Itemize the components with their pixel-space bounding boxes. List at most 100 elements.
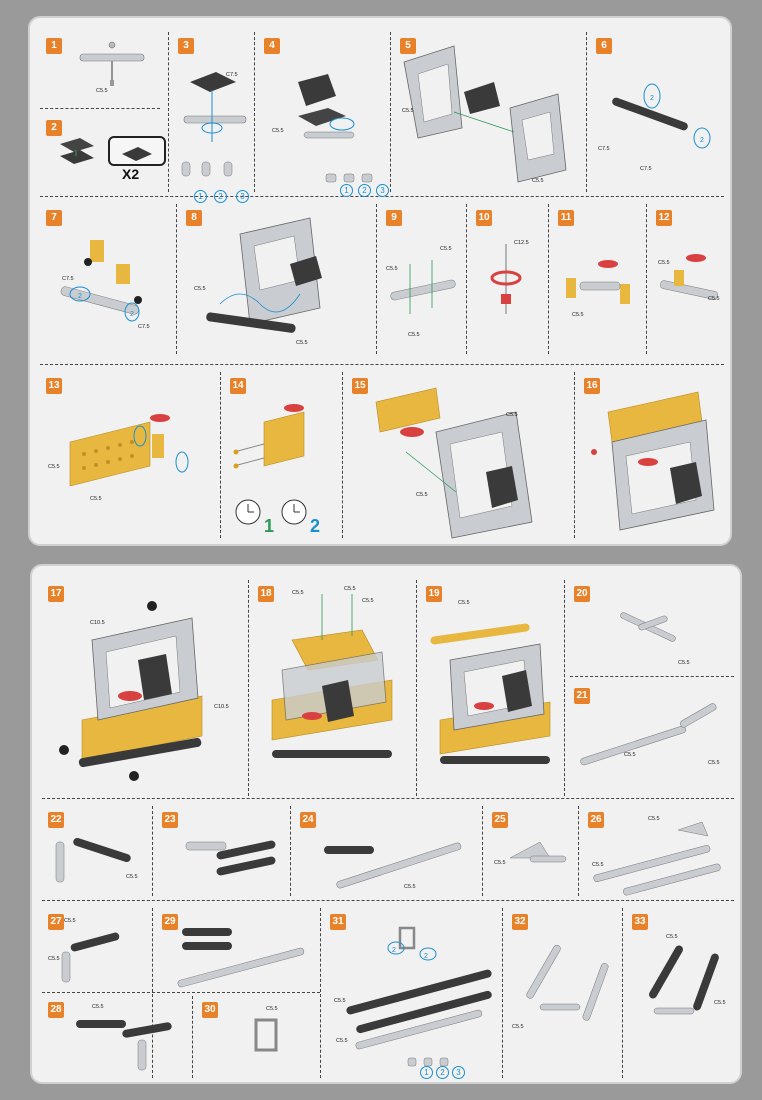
step-19: 19 C5.5 <box>420 580 564 796</box>
multiplier-box <box>108 136 166 166</box>
seat-halves-diagram <box>60 138 94 164</box>
step-32: 32 C5.5 <box>506 908 622 1078</box>
divider <box>320 908 321 1078</box>
step-7: 7 2 2 C7.5 C7.5 <box>40 204 176 354</box>
step-number: 16 <box>584 378 600 394</box>
svg-text:C5.5: C5.5 <box>512 1024 524 1030</box>
step-5: 5 C5.5 C5.5 <box>394 32 586 196</box>
svg-text:2: 2 <box>424 953 428 960</box>
step-number: 9 <box>386 210 402 226</box>
step-number: 26 <box>588 812 604 828</box>
svg-text:C5.5: C5.5 <box>708 760 720 766</box>
divider <box>40 108 160 109</box>
svg-text:C10.5: C10.5 <box>90 620 105 626</box>
svg-text:C5.5: C5.5 <box>194 286 206 292</box>
divider <box>570 676 734 677</box>
yellow-panel-diagram: C5.5 C5.5 <box>48 414 189 502</box>
upright-strips-diagram: C5.5 <box>512 944 609 1030</box>
svg-text:C5.5: C5.5 <box>532 178 544 184</box>
svg-text:2: 2 <box>700 137 704 144</box>
step-number: 24 <box>300 812 316 828</box>
steering-bracket-diagram: C5.5 C5.5 <box>658 254 720 302</box>
svg-text:C5.5: C5.5 <box>336 1038 348 1044</box>
step-3: 3 C7.5 1 2 3 <box>172 32 254 203</box>
svg-text:C5.5: C5.5 <box>458 600 470 606</box>
divider <box>502 908 503 1078</box>
svg-text:C5.5: C5.5 <box>714 1000 726 1006</box>
step-1: 1 C5.5 <box>40 32 168 108</box>
sequence-circle: 1 <box>340 184 353 197</box>
step-number: 5 <box>400 38 416 54</box>
step-number: 14 <box>230 378 246 394</box>
svg-text:C7.5: C7.5 <box>138 324 150 330</box>
step-28: 28 C5.5 <box>42 996 192 1078</box>
divider <box>548 204 549 354</box>
step-30: 30 C5.5 <box>196 996 320 1078</box>
step-8: 8 C5.5 C5.5 <box>180 204 376 354</box>
step-number: 32 <box>512 914 528 930</box>
svg-text:C5.5: C5.5 <box>666 934 678 940</box>
step-number: 25 <box>492 812 508 828</box>
divider <box>152 908 153 1078</box>
sequence-circle: 3 <box>452 1066 465 1079</box>
step-number: 7 <box>46 210 62 226</box>
step-15: 15 C5.5 C5.5 <box>346 372 574 539</box>
steering-wheel-icon: C12.5 <box>490 240 529 314</box>
svg-text:C5.5: C5.5 <box>572 312 584 318</box>
step-number: 11 <box>558 210 574 226</box>
svg-text:C5.5: C5.5 <box>408 332 420 338</box>
svg-text:C5.5: C5.5 <box>266 1006 278 1012</box>
seat-icon <box>122 147 152 161</box>
side-frame-diagram: C5.5 C5.5 <box>402 45 567 184</box>
divider <box>220 372 221 538</box>
divider <box>342 372 343 538</box>
seat-assembly-diagram: C5.5 <box>272 74 373 183</box>
step-number: 27 <box>48 914 64 930</box>
step-number: 28 <box>48 1002 64 1018</box>
strip-bracket-diagram: C5.5 <box>79 41 145 94</box>
step-number: 15 <box>352 378 368 394</box>
divider <box>290 806 291 896</box>
svg-text:C5.5: C5.5 <box>292 590 304 596</box>
long-strip-diagram: C5.5 C5.5 <box>580 703 720 766</box>
divider <box>574 372 575 538</box>
step-12: 12 C5.5 C5.5 <box>650 204 726 354</box>
step-22: 22 C5.5 <box>42 806 152 896</box>
step-number: 22 <box>48 812 64 828</box>
svg-text:C5.5: C5.5 <box>90 496 102 502</box>
svg-text:C10.5: C10.5 <box>214 704 229 710</box>
svg-text:C5.5: C5.5 <box>648 816 660 822</box>
step-number: 19 <box>426 586 442 602</box>
double-strip-diagram: C5.5 C5.5 <box>592 816 721 896</box>
panel-mount-diagram <box>233 404 307 525</box>
svg-text:C5.5: C5.5 <box>592 862 604 868</box>
cab-with-panel-diagram <box>591 391 715 531</box>
step-number: 4 <box>264 38 280 54</box>
upright-bracket-diagram: C5.5 C5.5 <box>649 934 726 1015</box>
svg-text:C5.5: C5.5 <box>708 296 720 302</box>
svg-text:C5.5: C5.5 <box>64 918 76 924</box>
divider <box>482 806 483 896</box>
divider <box>168 32 169 192</box>
svg-text:C5.5: C5.5 <box>416 492 428 498</box>
step-number: 1 <box>46 38 62 54</box>
step-20: 20 C5.5 <box>568 580 734 676</box>
svg-text:C5.5: C5.5 <box>334 998 346 1004</box>
sequence-number: 1 <box>264 516 275 536</box>
sequence-circle: 1 <box>194 190 207 203</box>
step-number: 10 <box>476 210 492 226</box>
step-11: 11 C5.5 <box>552 204 646 354</box>
divider <box>622 908 623 1078</box>
tractor-with-roof-diagram: C5.5 <box>430 600 551 764</box>
instruction-sheet-bottom: 17 C10.5 C10.5 18 C5.5 C5.5 <box>30 564 742 1084</box>
divider <box>466 204 467 354</box>
u-bracket-diagram: C5.5 <box>254 1006 278 1052</box>
svg-text:C5.5: C5.5 <box>126 874 138 880</box>
step-17: 17 C10.5 C10.5 <box>42 580 248 796</box>
step-13: 13 C5.5 C5.5 <box>40 372 220 538</box>
sequence-number: 2 <box>310 516 321 536</box>
axle-strip-diagram: 2 2 C7.5 C7.5 <box>598 83 711 172</box>
arm-assembly-diagram: 2 2 C5.5 C5.5 <box>334 926 492 1067</box>
step-24: 24 C5.5 <box>294 806 482 896</box>
step-29: 29 <box>156 908 320 992</box>
